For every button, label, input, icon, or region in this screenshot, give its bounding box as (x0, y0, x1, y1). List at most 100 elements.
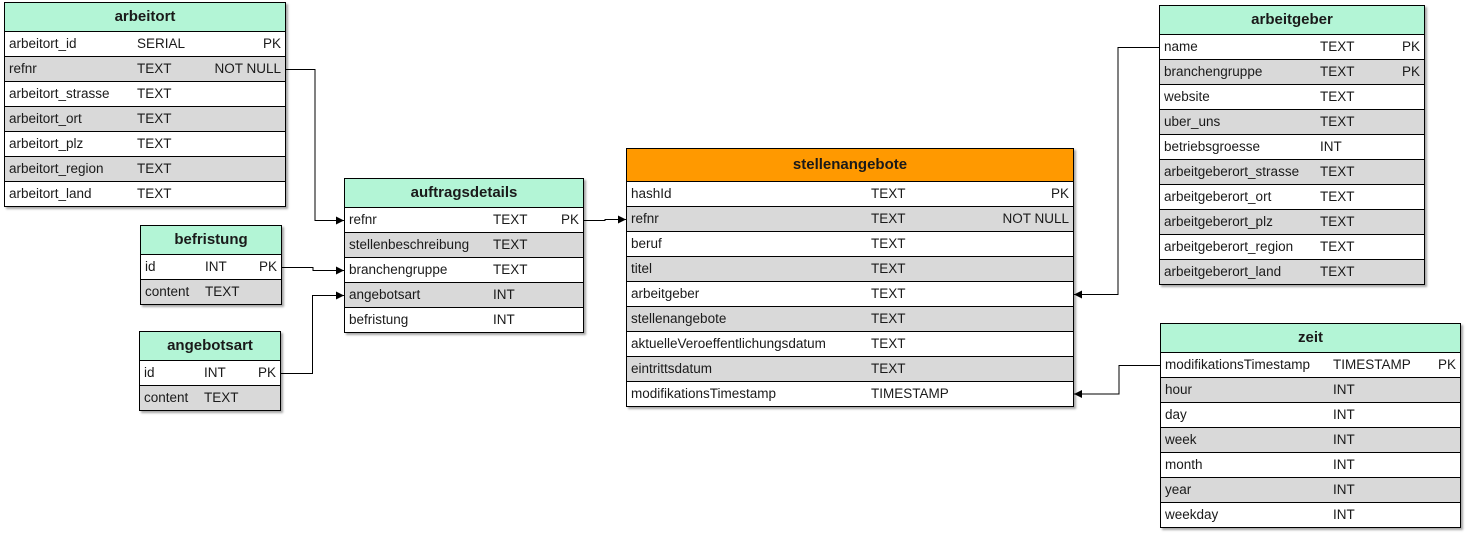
column-name: week (1165, 432, 1197, 447)
column-key: PK (560, 212, 579, 227)
column-type: TEXT (871, 186, 906, 201)
column-type: TEXT (1320, 214, 1355, 229)
column-key: PK (257, 365, 276, 380)
column-name: arbeitgeber (631, 286, 700, 301)
column-type: INT (1333, 382, 1355, 397)
table-row[interactable]: aktuelleVeroeffentlichungsdatum TEXT (627, 332, 1073, 357)
column-name: modifikationsTimestamp (1165, 357, 1311, 372)
table-title: befristung (141, 226, 281, 255)
column-name: eintrittsdatum (631, 361, 713, 376)
table-row[interactable]: befristung INT (345, 308, 583, 332)
column-type: TIMESTAMP (1333, 357, 1411, 372)
column-name: content (145, 284, 190, 299)
column-type: INT (493, 312, 515, 327)
column-type: TEXT (137, 61, 172, 76)
relation-arrow (583, 215, 626, 224)
table-title: arbeitort (5, 3, 285, 32)
column-type: INT (493, 287, 515, 302)
table-row[interactable]: hashId TEXT PK (627, 182, 1073, 207)
column-key: PK (1401, 39, 1420, 54)
column-name: id (144, 365, 155, 380)
column-name: branchengruppe (349, 262, 448, 277)
column-name: website (1164, 89, 1210, 104)
column-type: TEXT (871, 236, 906, 251)
column-type: TEXT (1320, 39, 1355, 54)
column-name: titel (631, 261, 653, 276)
column-name: branchengruppe (1164, 64, 1263, 79)
column-key: NOT NULL (1002, 211, 1069, 226)
column-type: TIMESTAMP (871, 386, 949, 401)
column-type: TEXT (871, 286, 906, 301)
column-name: betriebsgroesse (1164, 139, 1261, 154)
column-name: month (1165, 457, 1203, 472)
table-row[interactable]: day INT (1161, 403, 1460, 428)
column-type: TEXT (871, 336, 906, 351)
column-type: TEXT (137, 86, 172, 101)
column-type: INT (1333, 407, 1355, 422)
table-title: stellenangebote (627, 149, 1073, 182)
column-key: PK (1437, 357, 1456, 372)
column-name: aktuelleVeroeffentlichungsdatum (631, 336, 826, 351)
column-type: INT (205, 259, 227, 274)
column-name: befristung (349, 312, 409, 327)
column-name: year (1165, 482, 1192, 497)
column-type: TEXT (1320, 89, 1355, 104)
column-name: angebotsart (349, 287, 421, 302)
table-title: arbeitgeber (1160, 6, 1424, 35)
column-name: hashId (631, 186, 672, 201)
table-row[interactable]: modifikationsTimestamp TIMESTAMP PK (1161, 353, 1460, 378)
column-key: PK (1050, 186, 1069, 201)
column-name: stellenangebote (631, 311, 727, 326)
relation-arrow (1074, 365, 1161, 398)
table-row[interactable]: angebotsart INT (345, 283, 583, 308)
column-name: arbeitgeberort_strasse (1164, 164, 1300, 179)
column-name: content (144, 390, 189, 405)
table-row[interactable]: arbeitgeber TEXT (627, 282, 1073, 307)
column-name: day (1165, 407, 1187, 422)
table-row[interactable]: website TEXT (1160, 85, 1424, 110)
column-type: TEXT (1320, 189, 1355, 204)
